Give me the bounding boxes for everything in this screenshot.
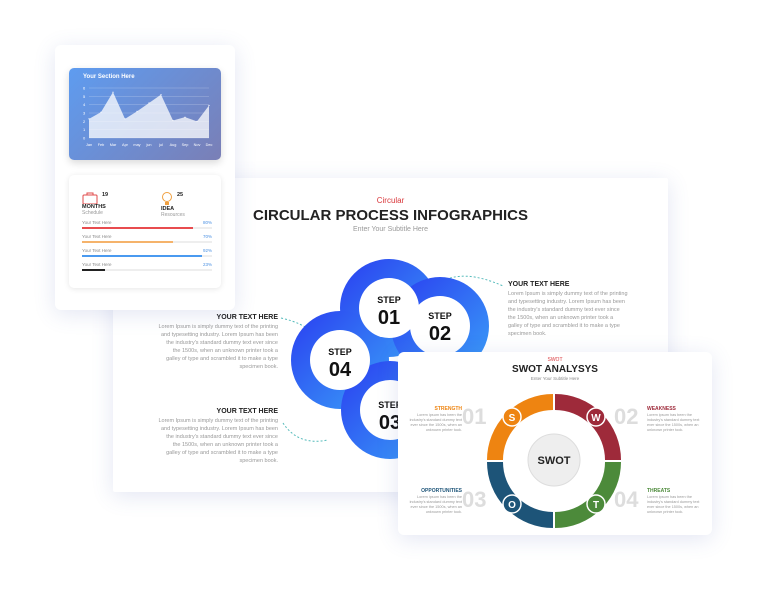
progress-label: Your Text Here [82,234,112,239]
step-03-number: 03 [379,412,401,434]
chart-title: Your Section Here [83,74,135,80]
briefcase-icon [82,192,98,204]
y-tick-label: 6 [83,86,86,91]
data-point [160,94,162,96]
progress-track [82,241,212,243]
y-tick-label: 1 [83,127,86,132]
data-point [124,118,126,120]
slide-title: CIRCULAR PROCESS INFOGRAPHICS [252,207,529,224]
step-04-label: STEP [328,347,352,357]
progress-track [82,269,212,271]
y-tick-label: 2 [83,119,86,124]
swot-center-label: SWOT [538,455,571,467]
data-point [148,102,150,104]
data-point [208,104,210,107]
y-tick-label: 0 [83,136,86,141]
progress-row: Your Text Here 70% [82,234,212,243]
x-tick-label: Aug [170,143,177,147]
progress-label: Your Text Here [82,220,112,225]
area-series [89,92,209,138]
data-point [184,116,186,118]
x-tick-label: Jan [86,143,92,147]
swot-letter-s: S [509,413,516,424]
opportunities-number: 03 [462,487,487,512]
progress-percent: 23% [202,262,212,267]
step-02-label: STEP [428,311,452,321]
progress-percent: 92% [202,248,212,253]
threats-number: 04 [614,487,639,512]
step-01-label: STEP [377,295,401,305]
swot-letter-o: O [508,500,516,511]
progress-label: Your Text Here [82,248,112,253]
data-point [88,118,90,120]
swot-letter-w: W [591,413,601,424]
slide-kicker: Circular [376,196,405,205]
connector-left-bottom [282,422,329,442]
x-tick-label: Feb [98,143,105,147]
y-tick-label: 5 [83,94,86,99]
y-tick-label: 4 [83,102,86,107]
x-tick-label: Apr [122,143,129,147]
swot-diagram: S W O T SWOT [487,394,621,528]
progress-row: Your Text Here 23% [82,262,212,271]
x-tick-label: Dec [206,143,213,147]
step-02-number: 02 [429,323,451,345]
swot-title: SWOT ANALYSYS [512,364,598,375]
progress-row: Your Text Here 92% [82,248,212,257]
swot-letter-t: T [593,500,599,511]
swot-subtitle: Enter Your Subtitle Here [530,376,580,381]
swot-slide: SWOT SWOT ANALYSYS Enter Your Subtitle H… [398,352,712,535]
lightbulb-icon [162,192,172,205]
swot-kicker: SWOT [547,357,563,363]
progress-fill [82,269,106,271]
data-point [136,110,138,112]
progress-percent: 70% [202,234,212,239]
swot-center [527,433,581,487]
x-tick-label: may [133,143,140,147]
x-tick-label: jun [145,143,151,147]
progress-percent: 80% [202,220,212,225]
data-point [112,91,114,93]
data-point [172,119,174,122]
progress-row: Your Text Here 80% [82,220,212,229]
progress-track [82,227,212,229]
progress-fill [82,255,202,257]
progress-fill [82,241,173,243]
progress-track [82,255,212,257]
strength-number: 01 [462,404,487,429]
x-tick-label: Nov [194,143,201,147]
y-tick-label: 3 [83,111,86,116]
weakness-number: 02 [614,404,639,429]
x-tick-label: Mar [110,143,117,147]
step-04-number: 04 [329,359,352,381]
step-01-number: 01 [378,307,400,329]
progress-label: Your Text Here [82,262,112,267]
x-tick-label: Sep [182,143,189,147]
progress-fill [82,227,193,229]
x-tick-label: jul [158,143,163,147]
slide-subtitle: Enter Your Subtitle Here [352,226,429,233]
step-03-label: STEP [378,400,402,410]
data-point [100,111,102,113]
data-point [196,120,198,122]
